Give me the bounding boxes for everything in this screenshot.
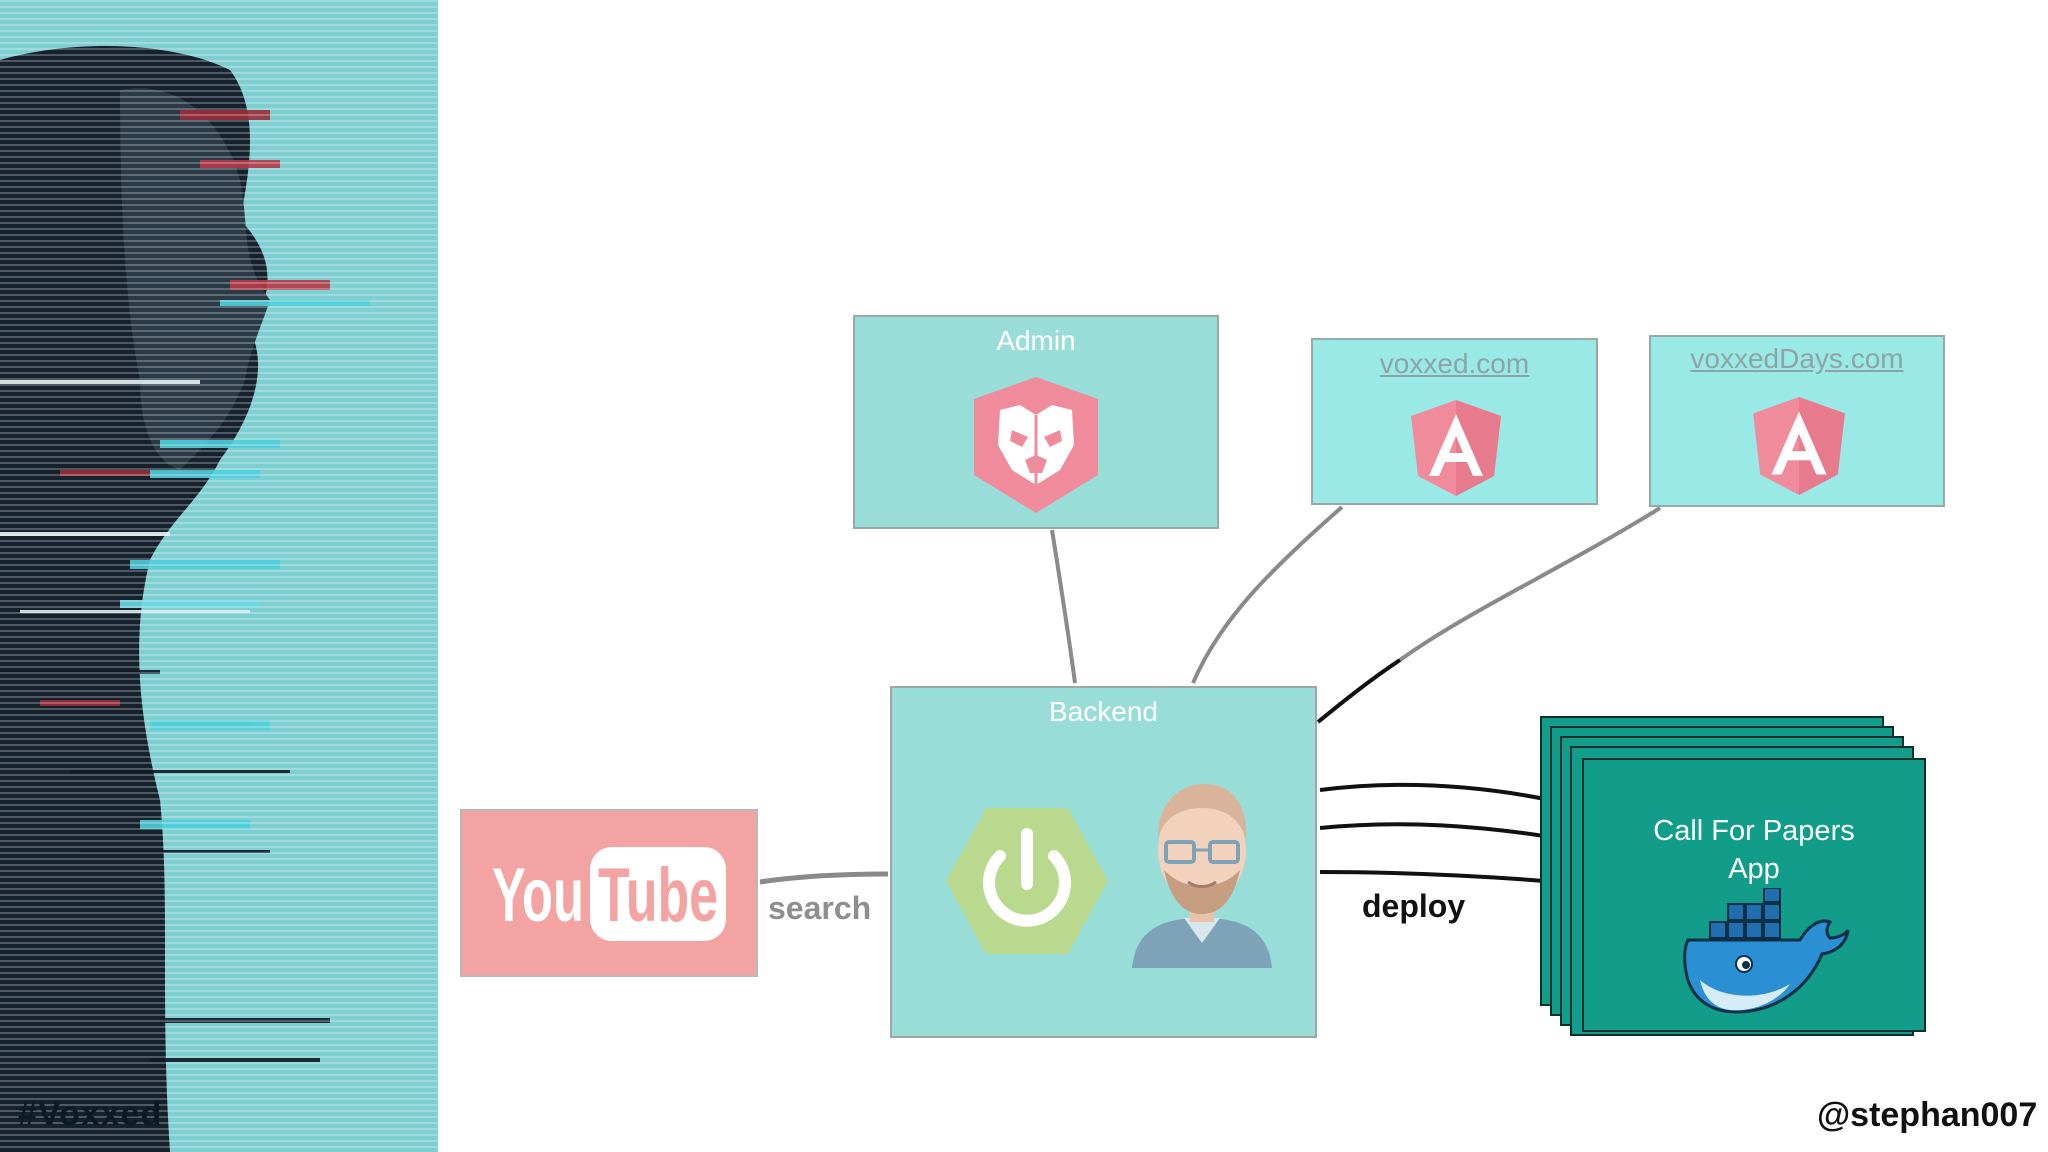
- youtube-logo-icon: You Tube: [492, 847, 726, 941]
- search-label: search: [768, 890, 872, 926]
- youtube-backend-line: [759, 871, 889, 885]
- voxxed-box: voxxed.com: [1311, 338, 1598, 505]
- voxxeddays-box: voxxedDays.com: [1649, 335, 1945, 507]
- deploy-label: deploy: [1362, 888, 1466, 924]
- cfp-title: Call For Papers App: [1653, 815, 1855, 885]
- deploy-line-1: [1319, 782, 1561, 804]
- voxxeddays-link[interactable]: voxxedDays.com: [1690, 343, 1904, 374]
- twitter-handle: @stephan007: [1817, 1096, 2038, 1134]
- voxxed-backend-line: [1191, 505, 1344, 684]
- cfp-card-front: Call For Papers App: [1582, 758, 1926, 1032]
- youtube-box: You Tube: [460, 809, 758, 977]
- admin-backend-line: [1050, 529, 1077, 684]
- spring-power-icon: [946, 808, 1108, 954]
- admin-box: Admin: [853, 315, 1219, 529]
- backend-box: Backend: [890, 686, 1317, 1038]
- glitch-portrait-icon: [0, 0, 438, 1152]
- voxxeddays-backend-line-dark: [1316, 658, 1402, 724]
- hashtag-text: #Voxxed: [18, 1095, 163, 1133]
- angular-icon: [1411, 400, 1501, 496]
- youtube-logo-right: Tube: [598, 853, 718, 938]
- docker-whale-icon: [1683, 888, 1850, 1014]
- voxxed-link[interactable]: voxxed.com: [1379, 348, 1530, 379]
- deploy-line-2: [1319, 822, 1571, 842]
- youtube-logo-left: You: [492, 853, 584, 938]
- angular-icon: [1753, 397, 1845, 495]
- jhipster-icon: [974, 377, 1098, 513]
- hero-image: #Voxxed: [0, 0, 438, 1152]
- admin-title: Admin: [996, 325, 1076, 356]
- developer-avatar-icon: [1132, 784, 1272, 968]
- backend-title: Backend: [1049, 696, 1158, 727]
- voxxeddays-backend-line: [1398, 506, 1662, 662]
